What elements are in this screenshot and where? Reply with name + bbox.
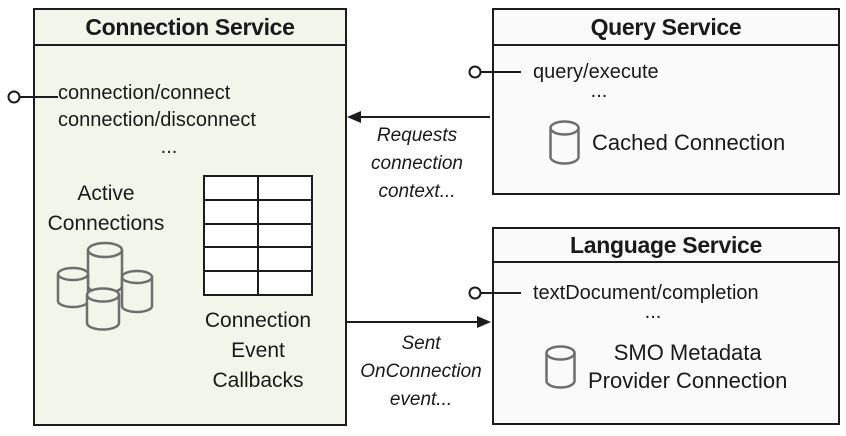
smo-metadata-resource: SMO Metadata Provider Connection: [545, 339, 787, 395]
lollipop-circle: [7, 90, 21, 104]
methods-ellipsis: ...: [644, 301, 662, 323]
arrow-label-line3: context...: [378, 181, 456, 202]
sent-onconnection-arrow: [347, 316, 491, 328]
cylinder-front: [85, 287, 121, 331]
cylinder-body: [545, 345, 576, 389]
cylinder-right: [120, 269, 154, 314]
cylinder-left: [56, 266, 90, 309]
cylinder-left-rim: [56, 273, 90, 282]
cylinder-rim: [549, 127, 580, 136]
arrow-label-line2: connection: [371, 153, 463, 174]
table-cell: [259, 272, 311, 294]
callbacks-line1: Connection: [204, 309, 312, 332]
cylinder-body: [549, 120, 580, 165]
cached-connection-label: Cached Connection: [592, 129, 786, 155]
query-service-box: Query Service query/execute ... Cached C…: [492, 8, 840, 195]
table-cell: [259, 248, 311, 271]
query-service-methods: query/execute ...: [533, 60, 665, 102]
smo-metadata-line2: Provider Connection: [588, 368, 788, 393]
methods-ellipsis: ...: [590, 80, 608, 102]
language-service-methods: textDocument/completion ...: [533, 281, 773, 323]
cylinder-back: [86, 241, 124, 295]
smo-metadata-line1: SMO Metadata: [613, 340, 762, 365]
callbacks-label: Connection Event Callbacks: [195, 306, 321, 396]
requests-connection-context-label: Requests connection context...: [347, 122, 487, 206]
arrow-label-line1: Sent: [401, 333, 441, 354]
table-cell: [205, 272, 257, 294]
cached-connection-resource: Cached Connection: [549, 120, 785, 165]
table-cell: [205, 248, 257, 271]
cylinder-rim: [545, 352, 576, 361]
table-cell: [259, 200, 311, 223]
arrow-label-line2: OnConnection: [360, 361, 482, 382]
active-connections-label: Active Connections: [35, 179, 177, 239]
cylinder-back-rim: [86, 249, 124, 259]
arrow-label-line1: Requests: [376, 125, 458, 146]
cylinder-front-rim: [85, 294, 121, 303]
table-cell: [259, 224, 311, 247]
method-connection-connect: connection/connect: [58, 82, 231, 104]
sent-onconnection-event-label: Sent OnConnection event...: [350, 330, 492, 414]
lollipop-circle: [468, 65, 482, 79]
table-cell: [205, 200, 257, 223]
method-textdocument-completion: textDocument/completion: [533, 282, 759, 304]
methods-ellipsis: ...: [160, 136, 178, 158]
table-cell: [205, 177, 257, 199]
active-connections-line1: Active: [77, 182, 135, 205]
cylinder-right-rim: [120, 276, 154, 285]
smo-metadata-label: SMO Metadata Provider Connection: [588, 339, 787, 395]
arrowhead-right: [477, 316, 491, 328]
database-cluster-icon: [56, 241, 154, 331]
active-connections-line2: Connections: [47, 212, 165, 235]
connection-service-box: Connection Service connection/connect co…: [33, 8, 347, 426]
method-connection-disconnect: connection/disconnect: [58, 109, 256, 131]
method-query-execute: query/execute: [533, 61, 659, 83]
connection-service-methods: connection/connect connection/disconnect…: [58, 80, 280, 161]
language-service-title: Language Service: [494, 229, 838, 263]
database-cylinder-icon: [549, 120, 580, 165]
callbacks-line2: Event: [231, 339, 285, 362]
database-cylinder-icon: [545, 345, 576, 389]
lollipop-circle: [468, 286, 482, 300]
query-service-title: Query Service: [494, 10, 838, 46]
callbacks-line3: Callbacks: [212, 369, 304, 392]
language-service-box: Language Service textDocument/completion…: [492, 227, 840, 425]
table-cell: [205, 224, 257, 247]
connection-service-title: Connection Service: [35, 10, 345, 46]
table-cell: [259, 177, 311, 199]
arrow-label-line3: event...: [389, 389, 453, 410]
callbacks-table: [203, 175, 313, 296]
